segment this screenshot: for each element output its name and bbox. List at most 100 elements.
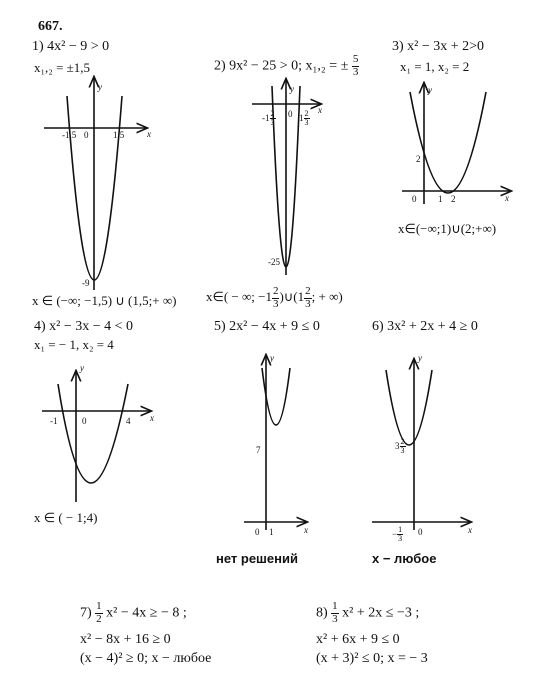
graph-6-y-label: y: [418, 353, 422, 363]
graph-3-tick-y: 2: [416, 154, 421, 164]
graph-3-tick-zero: 0: [412, 194, 417, 204]
p5-inequality: 2x² − 4x + 9 ≤ 0: [229, 319, 320, 334]
graph-2-tick-zero: 0: [288, 109, 293, 119]
p8-line1-text: x² + 2x ≤ −3 ;: [342, 605, 420, 621]
graph-5-x-label: x: [304, 525, 308, 535]
problem-number: 667.: [38, 19, 63, 34]
graph-5-tick-y: 7: [256, 445, 261, 455]
p2-number: 2): [214, 58, 226, 74]
graph-2: [252, 80, 320, 275]
graph-2-parabola: [271, 85, 301, 268]
p3-inequality: x² − 3x + 2>0: [407, 39, 485, 54]
graph-1-tick-pos: 1.5: [113, 130, 125, 140]
graph-3-tick-2: 2: [451, 194, 456, 204]
graph-5-tick-1: 1: [269, 527, 274, 537]
graph-3: [402, 84, 510, 204]
p5-answer: нет решений: [216, 551, 298, 566]
graph-1: [44, 78, 146, 290]
graph-3-x-label: x: [505, 193, 509, 203]
graph-6-tick-y-whole: 3: [395, 440, 400, 451]
graph-1-parabola: [66, 95, 123, 281]
p7-line1-text: x² − 4x ≥ − 8 ;: [106, 605, 187, 621]
p2-answer-mid: )∪(1: [279, 289, 305, 305]
graph-2-y-label: y: [290, 84, 294, 94]
graph-1-tick-zero: 0: [84, 130, 89, 140]
p4-heading: 4) x² − 3x − 4 < 0: [34, 320, 133, 334]
p1-inequality: 4x² − 9 > 0: [47, 39, 110, 54]
graph-2-tick-neg-whole: -1: [262, 112, 270, 123]
graph-2-x-label: x: [318, 105, 322, 115]
p1-answer: x ∈ (−∞; −1,5) ∪ (1,5;+ ∞): [32, 293, 177, 308]
p4-answer: x ∈ ( − 1;4): [34, 510, 98, 525]
p3-answer: x∈(−∞;1)∪(2;+∞): [398, 221, 497, 236]
graph-5: [244, 356, 306, 530]
p7-line2: x² − 8x + 16 ≥ 0: [80, 632, 171, 647]
graph-4-y-label: y: [80, 363, 84, 373]
graph-5-parabola: [261, 367, 291, 426]
graph-4-tick-neg: -1: [50, 416, 58, 426]
p4-roots: x₁ = − 1, x₂ = 4: [34, 337, 114, 352]
p4-number: 4): [34, 319, 46, 334]
graph-1-vertex-label: -9: [82, 278, 90, 288]
p5-heading: 5) 2x² − 4x + 9 ≤ 0: [214, 320, 320, 334]
p6-inequality: 3x² + 2x + 4 ≥ 0: [387, 319, 478, 334]
graph-6: [372, 360, 470, 530]
graph-4-x-label: x: [150, 413, 154, 423]
graph-4-tick-pos: 4: [126, 416, 131, 426]
graph-4-tick-zero: 0: [82, 416, 87, 426]
graph-3-tick-1: 1: [438, 194, 443, 204]
graph-1-x-label: x: [147, 129, 151, 139]
graph-3-parabola: [409, 91, 487, 194]
graph-6-tick-zero: 0: [418, 527, 423, 537]
p3-number: 3): [392, 39, 404, 54]
p7-number: 7): [80, 605, 92, 621]
graph-2-tick-pos-whole: 1: [299, 112, 304, 123]
graph-1-tick-neg: -1.5: [62, 130, 77, 140]
graph-3-y-label: y: [428, 85, 432, 95]
p8-line3: (x + 3)² ≤ 0; x = − 3: [316, 651, 428, 666]
p1-heading: 1) 4x² − 9 > 0: [32, 40, 109, 54]
graph-4: [42, 372, 150, 502]
p2-answer-end: ; + ∞): [311, 289, 343, 305]
graph-1-y-label: y: [98, 82, 102, 92]
p6-answer: x − любое: [372, 551, 437, 566]
p5-number: 5): [214, 319, 226, 334]
p1-roots: x₁,₂ = ±1,5: [34, 60, 91, 75]
p2-answer-start: x∈( − ∞; −1: [206, 289, 272, 305]
p7-line3: (x − 4)² ≥ 0; x − любое: [80, 651, 212, 666]
p6-number: 6): [372, 319, 384, 334]
graph-4-parabola: [57, 383, 129, 484]
graph-6-parabola: [385, 369, 433, 446]
graph-6-tick-x-sign: −: [392, 528, 398, 539]
p2-inequality: 9x² − 25 > 0; x₁,₂ = ±: [229, 58, 349, 74]
graph-5-tick-zero: 0: [255, 527, 260, 537]
p8-line2: x² + 6x + 9 ≤ 0: [316, 632, 400, 647]
p8-number: 8): [316, 605, 328, 621]
graph-2-vertex-label: -25: [268, 257, 280, 267]
p6-heading: 6) 3x² + 2x + 4 ≥ 0: [372, 320, 478, 334]
p4-inequality: x² − 3x − 4 < 0: [49, 319, 134, 334]
p3-roots: x₁ = 1, x₂ = 2: [400, 59, 470, 74]
graph-6-x-label: x: [468, 525, 472, 535]
graph-5-y-label: y: [270, 353, 274, 363]
p1-number: 1): [32, 39, 44, 54]
p3-heading: 3) x² − 3x + 2>0: [392, 40, 484, 54]
